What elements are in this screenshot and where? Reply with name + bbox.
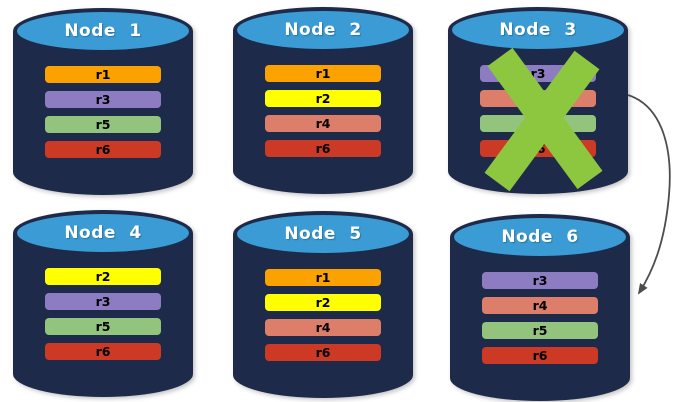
replica-bar: r6: [265, 344, 381, 361]
node-4: Node 4 r2 r3 r5 r6: [13, 210, 193, 397]
replica-bar: r3: [482, 272, 598, 289]
node-cap: Node 4: [13, 210, 193, 256]
node-cap: Node 2: [233, 7, 413, 53]
node-title: Node 2: [284, 20, 362, 40]
replica-bar: r6: [265, 140, 381, 157]
node-title: Node 6: [501, 227, 579, 247]
replica-bar: r4: [265, 319, 381, 336]
node-1: Node 1 r1 r3 r5 r6: [13, 8, 193, 195]
node-title: Node 4: [64, 223, 142, 243]
node-5: Node 5 r1 r2 r4 r6: [233, 211, 413, 398]
replica-bar: r6: [45, 343, 161, 360]
node-2: Node 2 r1 r2 r4 r6: [233, 7, 413, 194]
node-title: Node 1: [64, 21, 142, 41]
replica-bar: r2: [45, 268, 161, 285]
replica-bar: r4: [480, 90, 596, 107]
node-cap: Node 5: [233, 211, 413, 257]
replica-bar: r5: [482, 322, 598, 339]
node-title: Node 3: [499, 20, 577, 40]
failover-arrow: [627, 94, 671, 295]
replica-bar: r1: [265, 269, 381, 286]
node-3: Node 3 r3 r4 r5 r6: [448, 7, 628, 194]
replica-bar: r5: [45, 116, 161, 133]
node-cap: Node 1: [13, 8, 193, 54]
node-6: Node 6 r3 r4 r5 r6: [450, 214, 630, 401]
replica-bar: r1: [265, 65, 381, 82]
replica-bar: r3: [45, 293, 161, 310]
replica-bar: r1: [45, 66, 161, 83]
replica-bar: r4: [265, 115, 381, 132]
node-title: Node 5: [284, 224, 362, 244]
replica-bar: r6: [482, 347, 598, 364]
replica-bar: r3: [480, 65, 596, 82]
replica-bar: r2: [265, 90, 381, 107]
replica-bar: r6: [45, 141, 161, 158]
replica-bar: r5: [45, 318, 161, 335]
replica-bar: r5: [480, 115, 596, 132]
replica-bar: r4: [482, 297, 598, 314]
node-cap: Node 6: [450, 214, 630, 260]
replica-bar: r2: [265, 294, 381, 311]
node-cap: Node 3: [448, 7, 628, 53]
replica-bar: r6: [480, 140, 596, 157]
replica-bar: r3: [45, 91, 161, 108]
